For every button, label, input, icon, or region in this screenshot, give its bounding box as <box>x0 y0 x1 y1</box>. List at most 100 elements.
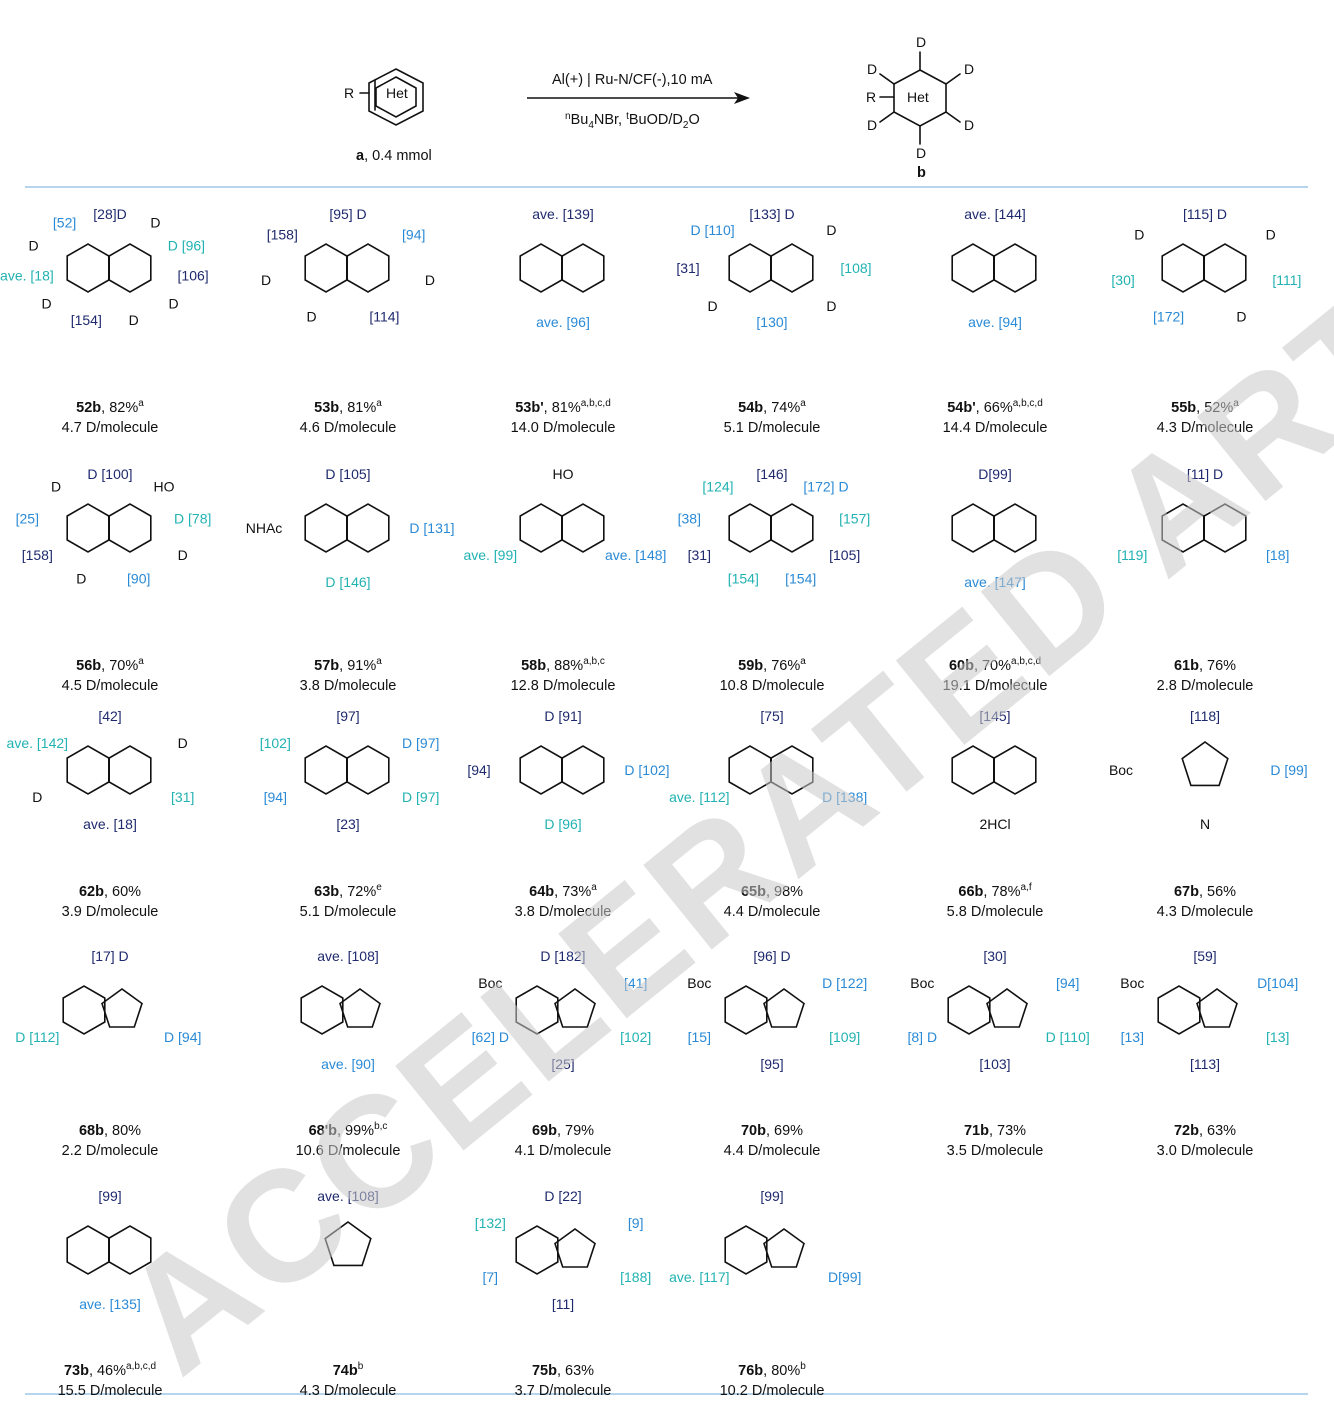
deuterium-label: D [110] <box>1046 1029 1090 1045</box>
deuterium-label: [23] <box>336 816 359 832</box>
deuterium-label: [25] <box>16 511 39 527</box>
compound-caption: 68'b, 99%b,c <box>309 1121 388 1139</box>
deuterium-label: Boc <box>1120 975 1144 991</box>
product-d-bottom: D <box>916 145 926 161</box>
deuterium-label: [158] <box>267 226 298 242</box>
deuterium-label: ave. [108] <box>317 1188 379 1204</box>
deuterium-label: ave. [117] <box>669 1269 729 1285</box>
deuterium-label: [114] <box>369 309 399 325</box>
deuterium-label: Boc <box>687 975 711 991</box>
product-d-left-top: D <box>867 61 877 77</box>
compound-caption: 69b, 79% <box>532 1123 594 1139</box>
deuterium-count: 4.3 D/molecule <box>1157 904 1254 920</box>
deuterium-label: D <box>41 295 51 311</box>
compound-61b: [11] D[18][119]61b, 76%2.8 D/molecule <box>1117 466 1289 694</box>
compound-60b: D[99]ave. [147]60b, 70%a,b,c,d19.1 D/mol… <box>943 466 1048 694</box>
compound-caption: 72b, 63% <box>1174 1123 1236 1139</box>
deuterium-label: [9] <box>628 1215 644 1231</box>
deuterium-label: [90] <box>127 571 150 587</box>
deuterium-count: 4.3 D/molecule <box>300 1383 397 1399</box>
product-ring-label: Het <box>907 89 929 105</box>
deuterium-label: [111] <box>1272 272 1301 288</box>
deuterium-label: ave. [18] <box>0 268 54 284</box>
deuterium-label: ave. [108] <box>317 948 379 964</box>
deuterium-label: [145] <box>979 708 1010 724</box>
compound-caption: 54b', 66%a,b,c,d <box>947 398 1043 416</box>
product-d-left-bottom: D <box>867 117 877 133</box>
deuterium-label: D [97] <box>402 789 439 805</box>
deuterium-label: [13] <box>1266 1029 1289 1045</box>
deuterium-label: [28]D <box>93 206 126 222</box>
deuterium-count: 10.6 D/molecule <box>296 1143 401 1159</box>
compound-65b: [75]D [138]ave. [112]65b, 98%4.4 D/molec… <box>669 708 867 920</box>
deuterium-label: D <box>425 272 435 288</box>
deuterium-count: 10.2 D/molecule <box>720 1383 825 1399</box>
compound-caption: 76b, 80%b <box>738 1361 806 1379</box>
deuterium-label: ave. [99] <box>463 547 517 563</box>
deuterium-label: [118] <box>1190 708 1220 724</box>
compound-68primeb: ave. [108]ave. [90]68'b, 99%b,c10.6 D/mo… <box>296 948 401 1159</box>
deuterium-label: [113] <box>1190 1056 1220 1072</box>
deuterium-label: [130] <box>756 314 787 330</box>
watermark: ACCELERATED ARTICLE PREVIEW <box>91 0 1334 1406</box>
deuterium-count: 4.6 D/molecule <box>300 420 397 436</box>
deuterium-label: D [96] <box>168 238 205 254</box>
deuterium-label: 2HCl <box>979 816 1010 832</box>
deuterium-label: ave. [147] <box>964 574 1026 590</box>
deuterium-label: Boc <box>478 975 502 991</box>
deuterium-label: D <box>708 298 718 314</box>
compound-caption: 66b, 78%a,f <box>958 882 1031 900</box>
deuterium-label: [94] <box>402 226 425 242</box>
compound-caption: 56b, 70%a <box>76 656 144 674</box>
deuterium-label: [102] <box>620 1029 651 1045</box>
deuterium-label: D <box>178 547 188 563</box>
deuterium-label: [95] <box>760 1056 783 1072</box>
deuterium-count: 5.1 D/molecule <box>724 420 821 436</box>
deuterium-label: [188] <box>620 1269 651 1285</box>
compound-caption: 75b, 63% <box>532 1363 594 1379</box>
deuterium-label: HO <box>553 466 574 482</box>
deuterium-label: [105] <box>829 547 860 563</box>
deuterium-label: D[99] <box>978 466 1011 482</box>
compound-68b: [17] DD [94]D [112]68b, 80%2.2 D/molecul… <box>15 948 201 1159</box>
deuterium-label: [52] <box>53 215 76 231</box>
compound-54b: [133] DD[108]D[130]D[31]D [110]54b, 74%a… <box>676 206 871 436</box>
deuterium-count: 3.8 D/molecule <box>300 678 397 694</box>
deuterium-label: [124] <box>702 479 733 495</box>
deuterium-label: [41] <box>624 975 647 991</box>
compound-caption: 58b, 88%a,b,c <box>521 656 605 674</box>
deuterium-label: [31] <box>688 547 711 563</box>
deuterium-label: D [78] <box>174 511 211 527</box>
product-d-right-bottom: D <box>964 117 974 133</box>
deuterium-label: D <box>29 238 39 254</box>
deuterium-count: 2.8 D/molecule <box>1157 678 1254 694</box>
compound-63b: [97]D [97]D [97][23][94][102]63b, 72%e5.… <box>260 708 440 920</box>
deuterium-label: D [110] <box>691 222 735 238</box>
compound-caption: 62b, 60% <box>79 884 141 900</box>
deuterium-count: 14.4 D/molecule <box>943 420 1048 436</box>
compound-caption: 61b, 76% <box>1174 658 1236 674</box>
deuterium-label: [13] <box>1121 1029 1144 1045</box>
deuterium-label: NHAc <box>246 520 283 536</box>
deuterium-count: 2.2 D/molecule <box>62 1143 159 1159</box>
deuterium-label: [172] D <box>803 479 848 495</box>
reactant-caption: a, 0.4 mmol <box>356 148 432 164</box>
deuterium-label: D <box>1266 226 1276 242</box>
compound-54bprime: ave. [144]ave. [94]54b', 66%a,b,c,d14.4 … <box>943 206 1048 436</box>
deuterium-label: D [138] <box>822 789 867 805</box>
compound-caption: 59b, 76%a <box>738 656 806 674</box>
deuterium-label: [99] <box>98 1188 121 1204</box>
deuterium-label: D <box>51 479 61 495</box>
deuterium-count: 19.1 D/molecule <box>943 678 1048 694</box>
deuterium-label: D <box>150 215 160 231</box>
deuterium-label: [154] <box>71 312 102 328</box>
deuterium-label: ave. [148] <box>605 547 667 563</box>
deuterium-label: [97] <box>336 708 359 724</box>
deuterium-label: [103] <box>979 1056 1010 1072</box>
